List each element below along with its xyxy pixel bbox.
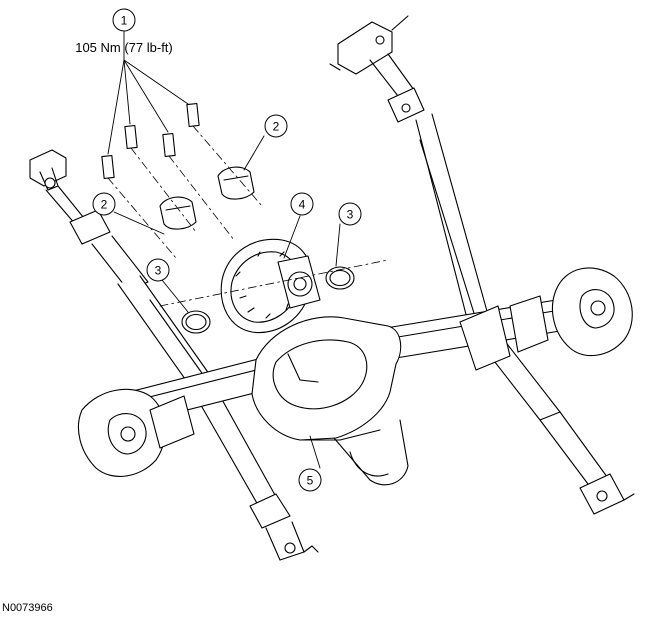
callout-2b-number: 2 [101,198,108,212]
figure-id: N0073966 [2,602,53,614]
callout-5-number: 5 [307,474,314,488]
callout-3b-number: 3 [155,264,162,278]
callout-1: 1 [112,8,136,32]
differential-ring-gear [220,238,321,334]
callout-2a: 2 [264,114,288,138]
callout-2a-number: 2 [273,120,280,134]
torque-specification: 105 Nm (77 lb-ft) [75,40,173,55]
right-shock-absorber [329,15,635,515]
callout-4-number: 4 [299,198,306,212]
left-brake-backing-plate [77,388,195,477]
callout-3b: 3 [146,258,170,282]
differential-housing [251,316,409,486]
callout-3a-number: 3 [347,208,354,222]
assembly-center-lines [107,125,389,307]
callout-5: 5 [298,468,322,492]
callout-bubbles: 1 2 2 3 3 4 5 [92,8,362,492]
right-brake-backing-plate [459,267,633,371]
bearing-cap-right [217,166,255,200]
callout-1-number: 1 [121,14,128,28]
bearing-cap-bolts [101,102,200,180]
callout-4: 4 [290,192,314,216]
bearing-cap-left [159,196,197,230]
bearing-left [181,310,211,334]
bearing-right [325,266,355,290]
callout-3a: 3 [338,202,362,226]
callout-2b: 2 [92,192,116,216]
leader-lines [107,31,341,469]
